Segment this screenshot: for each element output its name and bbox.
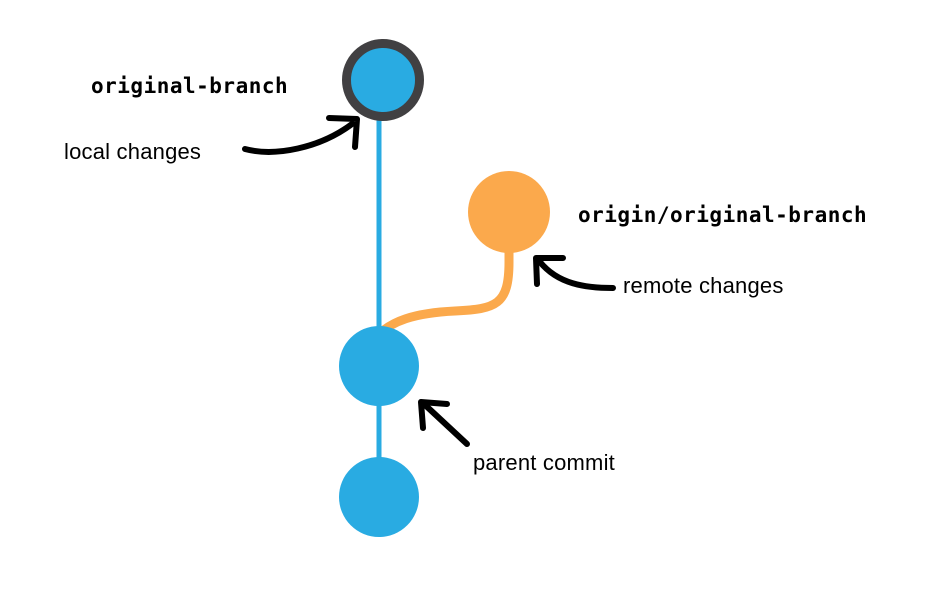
local-branch-name-label: original-branch [91, 74, 288, 98]
commit-node-parent[interactable] [339, 326, 419, 406]
label-layer: original-branch origin/original-branch l… [64, 74, 867, 475]
commit-node-local-head[interactable] [342, 39, 424, 121]
annotation-arrow-layer [242, 115, 616, 447]
arrow-parent-commit-icon [418, 399, 470, 447]
head-ring-icon [342, 39, 424, 121]
commit-node-grandparent[interactable] [339, 457, 419, 537]
local-changes-annotation-label: local changes [64, 139, 201, 164]
edge-remote-head-to-parent [374, 207, 514, 339]
remote-changes-annotation-label: remote changes [623, 273, 784, 298]
arrow-remote-changes-icon [533, 255, 616, 291]
parent-commit-annotation-label: parent commit [473, 450, 615, 475]
commit-node-remote-head[interactable] [468, 171, 550, 253]
node-layer [339, 39, 550, 537]
remote-branch-name-label: origin/original-branch [578, 203, 867, 227]
arrow-local-changes-icon [242, 115, 360, 155]
